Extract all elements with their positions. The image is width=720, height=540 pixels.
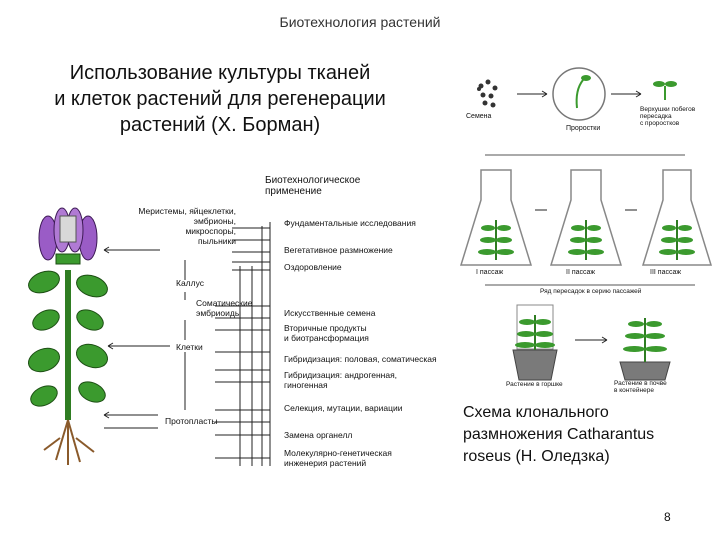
application-5: Вторичные продукты и биотрансформация — [284, 323, 369, 343]
connector-lines — [184, 222, 271, 466]
flask-1-icon — [459, 169, 533, 266]
application-2: Вегетативное размножение — [284, 245, 393, 255]
header-title: Биотехнология растений — [279, 14, 441, 30]
title-line-1: Использование культуры тканей — [69, 62, 371, 84]
right-caption: Схема клонального размножения Catharantu… — [463, 404, 655, 465]
roots-icon — [43, 419, 95, 465]
petri-dish-icon — [552, 67, 606, 121]
flask-3-icon — [641, 169, 713, 266]
leaf-icons — [28, 270, 108, 407]
page-number: 8 — [664, 510, 671, 524]
label-flask-3: III пассаж — [650, 269, 682, 276]
clonal-propagation-diagram — [459, 67, 713, 381]
applications-heading: Биотехнологическое применение — [265, 175, 361, 197]
label-flask-2: II пассаж — [566, 269, 596, 276]
flower-icon — [38, 207, 98, 265]
application-10: Молекулярно-генетическая инженерия расте… — [284, 448, 392, 468]
label-seeds: Семена — [466, 113, 492, 120]
source-protoplasts: Протопласты — [165, 416, 218, 426]
label-shoot-tops: Верхушки побегов пересадка с проростков — [640, 106, 696, 127]
application-6: Гибридизация: половая, соматическая — [284, 354, 437, 364]
pot-1-icon — [512, 304, 558, 381]
slide-title: Использование культуры тканей и клеток р… — [10, 60, 430, 138]
source-arrows — [103, 246, 170, 429]
source-meristems: Меристемы, яйцеклетки, эмбрионы, микросп… — [138, 206, 236, 246]
source-somatic-embryoids: Соматические эмбриоиды — [196, 298, 253, 318]
label-flask-1: I пассаж — [476, 269, 504, 276]
label-sprouts: Проростки — [566, 125, 601, 132]
application-4: Искусственные семена — [284, 308, 376, 318]
regeneration-diagram — [28, 207, 271, 466]
label-transfers: Ряд пересадок в серию пассажей — [540, 288, 642, 295]
label-pot-1: Растение в горшке — [506, 381, 563, 388]
pot-2-icon — [619, 318, 671, 381]
flask-2-icon — [549, 169, 623, 266]
title-line-3: растений (Х. Борман) — [119, 114, 321, 136]
application-3: Оздоровление — [284, 262, 342, 272]
application-8: Селекция, мутации, вариации — [284, 403, 403, 413]
application-7: Гибридизация: андрогенная, гиногенная — [284, 370, 398, 390]
source-callus: Каллус — [176, 278, 205, 288]
seeds-icon — [477, 79, 498, 108]
application-1: Фундаментальные исследования — [284, 218, 416, 228]
source-cells: Клетки — [176, 342, 203, 352]
shoot-top-icon — [653, 81, 677, 100]
title-line-2: и клеток растений для регенерации — [54, 88, 386, 110]
plant-illustration — [28, 207, 108, 465]
application-9: Замена органелл — [284, 430, 353, 440]
label-pot-2: Растение в почве в контейнере — [614, 380, 667, 394]
